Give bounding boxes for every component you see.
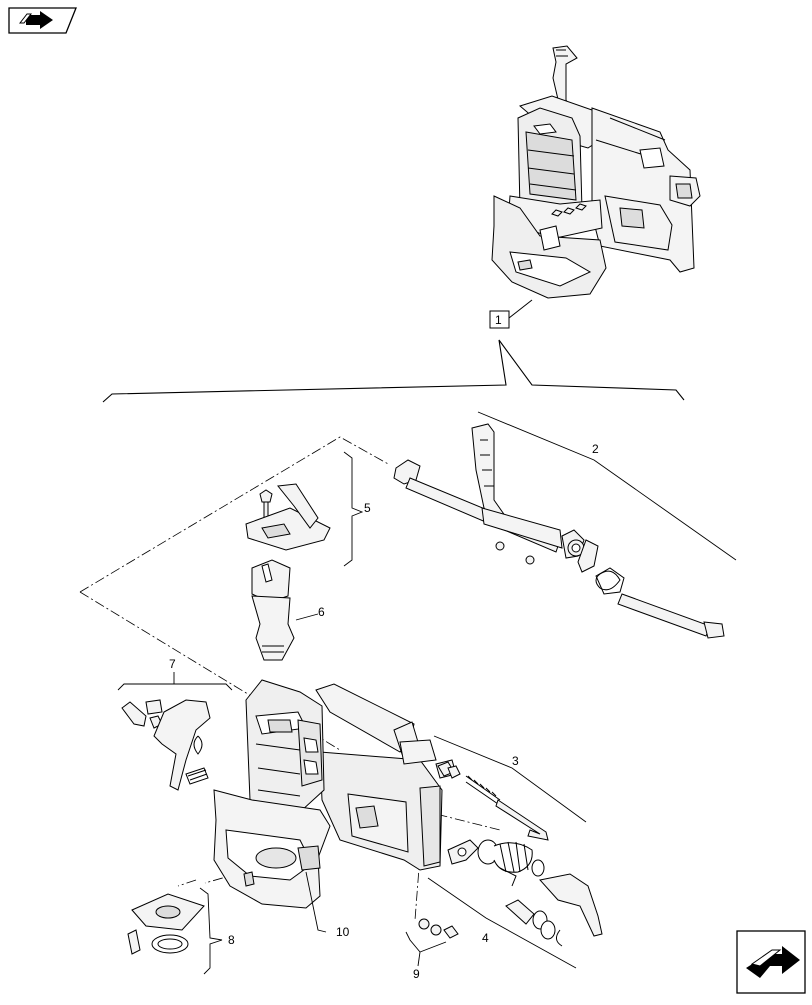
label-2: 2 <box>592 442 599 456</box>
previous-page-button[interactable] <box>6 4 76 34</box>
label-9: 9 <box>413 967 420 981</box>
label-7: 7 <box>169 657 176 671</box>
part-6-pin <box>251 559 295 661</box>
callout-1: 1 <box>489 299 533 329</box>
part-8-plate-set <box>127 893 205 955</box>
callout-4: 4 <box>427 877 577 969</box>
callout-8: 8 <box>199 887 235 975</box>
callout-3: 3 <box>433 735 587 823</box>
callout-2: 2 <box>477 411 737 561</box>
callout-10: 10 <box>305 871 350 939</box>
label-4: 4 <box>482 931 489 945</box>
label-1: 1 <box>495 313 502 327</box>
label-6: 6 <box>318 605 325 619</box>
callout-9: 9 <box>405 931 447 981</box>
part-2-lever-shaft <box>393 423 725 639</box>
next-page-arrow-icon <box>736 930 806 994</box>
part-4-spring-catch <box>447 839 603 947</box>
label-5: 5 <box>364 501 371 515</box>
next-page-button[interactable] <box>733 927 806 994</box>
label-3: 3 <box>512 754 519 768</box>
part-9-fittings <box>418 918 459 939</box>
label-8: 8 <box>228 933 235 947</box>
callout-6: 6 <box>295 605 325 621</box>
part-7-latch <box>121 699 211 791</box>
main-assembly-illustration <box>491 45 701 299</box>
assembly-brace <box>102 339 685 403</box>
label-10: 10 <box>336 925 350 939</box>
part-3-spring-rod <box>437 761 549 841</box>
part-5-cap <box>245 483 331 551</box>
book-arrow-icon <box>8 7 77 34</box>
central-housing <box>213 679 457 909</box>
callout-7: 7 <box>117 657 233 691</box>
callout-5: 5 <box>343 451 371 567</box>
